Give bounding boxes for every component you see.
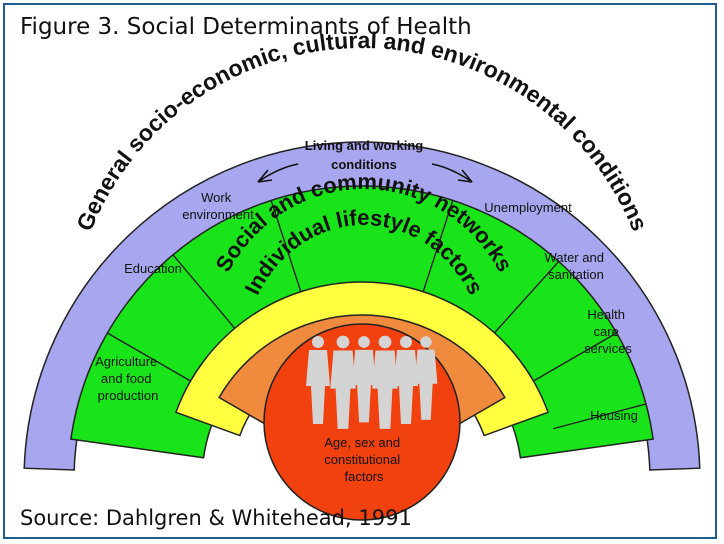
person-silhouette-icon [394,336,418,424]
person-silhouette-icon [352,336,376,423]
arrow-left-head-icon [257,169,273,183]
segment-labels: Agriculture and food production Educatio… [95,190,638,423]
person-silhouette-icon [372,335,398,429]
figure-source: Source: Dahlgren & Whitehead, 1991 [20,506,412,530]
people-silhouettes [306,335,438,429]
segment-divider [172,254,236,329]
arrow-left-icon [257,163,299,183]
segment-work-environment: Work environment [182,190,254,222]
living-conditions-title: Living and working conditions [257,138,473,183]
person-silhouette-icon [414,336,438,420]
arrow-right-icon [431,163,473,183]
living-conditions-title-line2: conditions [331,157,397,172]
segment-divider [553,403,647,430]
arrow-right-head-icon [457,169,473,183]
person-silhouette-icon [330,335,356,429]
person-silhouette-icon [306,336,330,424]
segment-unemployment: Unemployment [484,200,572,215]
segment-dividers [107,200,647,430]
figure-caption: Figure 3. Social Determinants of Health [20,14,472,40]
segment-divider [270,200,302,292]
segment-water-sanitation: Water and sanitation [544,250,607,282]
segment-education: Education [124,261,182,276]
segment-divider [533,332,617,382]
core-label: Age, sex and constitutional factors [324,435,404,484]
segment-health-care: Health care services [584,307,632,356]
segment-divider [493,261,560,334]
segment-housing: Housing [590,408,638,423]
segment-agriculture: Agriculture and food production [95,354,161,403]
segment-divider [422,200,454,292]
living-conditions-title-line1: Living and working [305,138,424,153]
segment-divider [107,332,191,382]
